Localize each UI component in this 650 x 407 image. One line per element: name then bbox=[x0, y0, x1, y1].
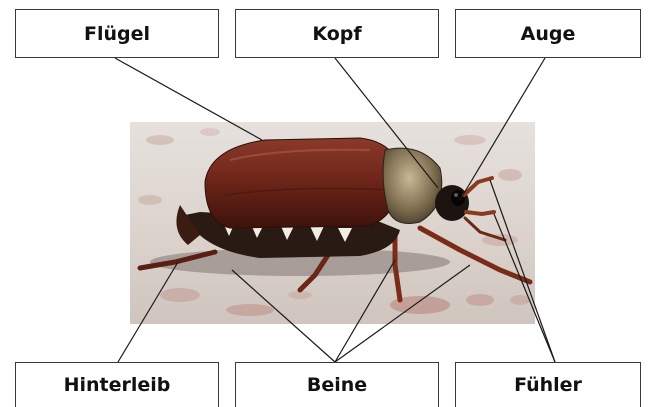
label-legs-text: Beine bbox=[307, 374, 367, 396]
label-head: Kopf bbox=[235, 9, 439, 58]
head bbox=[435, 185, 469, 221]
label-wing: Flügel bbox=[15, 9, 219, 58]
label-abdomen-text: Hinterleib bbox=[64, 374, 171, 396]
eye bbox=[451, 190, 465, 206]
antenna-lower bbox=[466, 212, 494, 214]
label-eye-text: Auge bbox=[521, 23, 576, 45]
beetle-photo bbox=[130, 122, 535, 324]
label-eye: Auge bbox=[455, 9, 641, 58]
label-legs: Beine bbox=[235, 362, 439, 407]
label-antennae-text: Fühler bbox=[514, 374, 582, 396]
label-head-text: Kopf bbox=[312, 23, 361, 45]
eye-shine bbox=[454, 193, 458, 197]
label-antennae: Fühler bbox=[455, 362, 641, 407]
label-wing-text: Flügel bbox=[84, 23, 150, 45]
label-abdomen: Hinterleib bbox=[15, 362, 219, 407]
